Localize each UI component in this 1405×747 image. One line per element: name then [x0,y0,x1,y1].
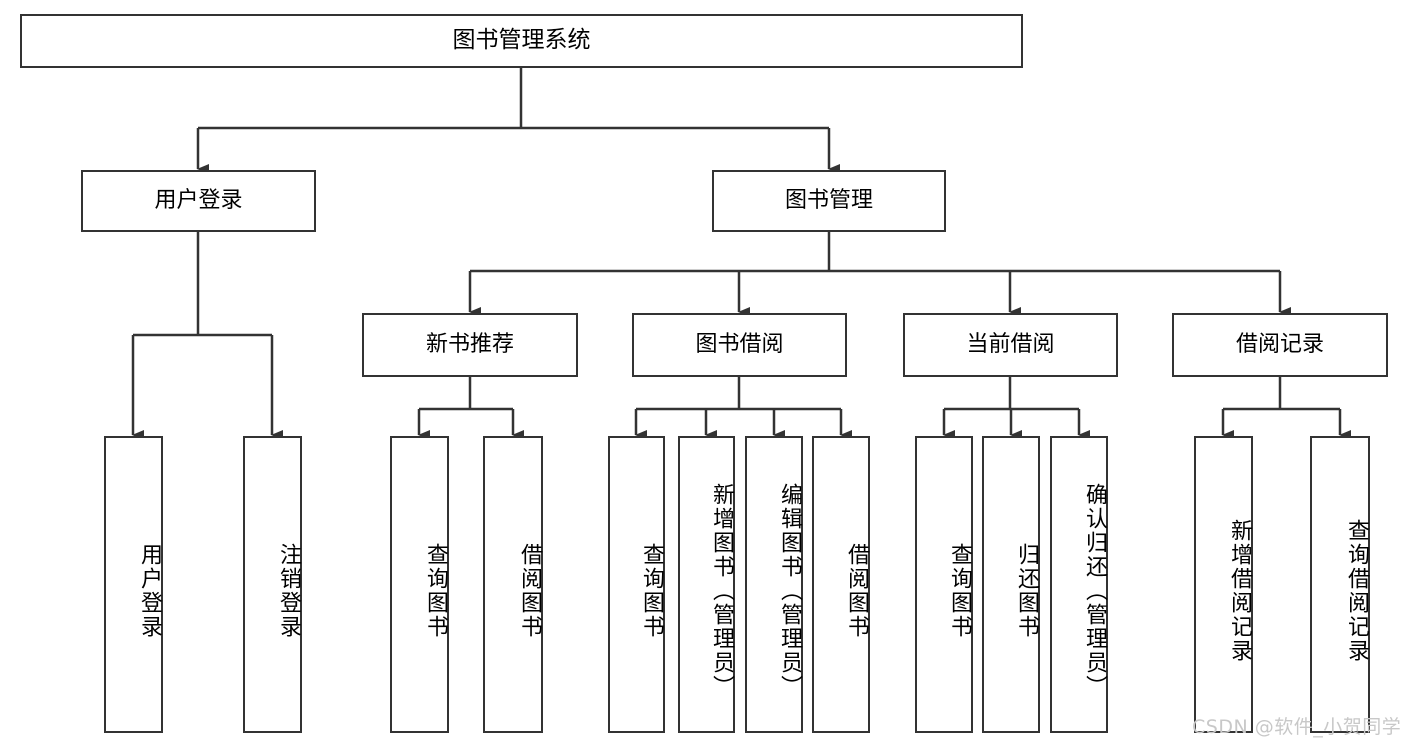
node-current[interactable]: 当前借阅 [903,313,1118,377]
node-label: 图书管理 [784,187,873,213]
node-leaf10[interactable]: 归还图书 [982,436,1040,733]
node-label: 查询图书 [947,542,972,639]
node-records[interactable]: 借阅记录 [1172,313,1388,377]
node-login[interactable]: 用户登录 [81,170,316,232]
node-borrow[interactable]: 图书借阅 [632,313,847,377]
node-label: 图书借阅 [695,331,784,357]
node-label: 查询图书 [423,542,448,639]
node-label: 注销登录 [276,542,301,639]
node-label: 借阅记录 [1235,331,1324,357]
node-label: 查询借阅记录 [1344,518,1369,663]
node-leaf13[interactable]: 查询借阅记录 [1310,436,1370,733]
node-label: 新书推荐 [425,331,514,357]
node-label: 确认归还（管理员） [1082,482,1107,699]
node-leaf4[interactable]: 借阅图书 [483,436,543,733]
node-leaf1[interactable]: 用户登录 [104,436,163,733]
csdn-watermark: CSDN @软件_小贺同学 [1192,716,1402,738]
node-label: 新增借阅记录 [1227,518,1252,663]
node-label: 借阅图书 [517,542,542,639]
node-newrec[interactable]: 新书推荐 [362,313,578,377]
node-leaf11[interactable]: 确认归还（管理员） [1050,436,1108,733]
node-label: 新增图书（管理员） [709,482,734,699]
node-label: 图书管理系统 [452,27,591,54]
node-leaf3[interactable]: 查询图书 [390,436,449,733]
node-label: 归还图书 [1014,542,1039,639]
node-leaf7[interactable]: 编辑图书（管理员） [745,436,803,733]
node-label: 用户登录 [154,187,243,213]
node-leaf9[interactable]: 查询图书 [915,436,973,733]
node-bookmgmt[interactable]: 图书管理 [712,170,946,232]
node-label: 借阅图书 [844,542,869,639]
node-root[interactable]: 图书管理系统 [20,14,1023,68]
node-leaf5[interactable]: 查询图书 [608,436,665,733]
node-leaf8[interactable]: 借阅图书 [812,436,870,733]
node-label: 当前借阅 [966,331,1055,357]
node-leaf2[interactable]: 注销登录 [243,436,302,733]
node-leaf6[interactable]: 新增图书（管理员） [678,436,735,733]
node-leaf12[interactable]: 新增借阅记录 [1194,436,1253,733]
node-label: 编辑图书（管理员） [777,482,802,699]
node-label: 用户登录 [137,542,162,639]
node-label: 查询图书 [639,542,664,639]
